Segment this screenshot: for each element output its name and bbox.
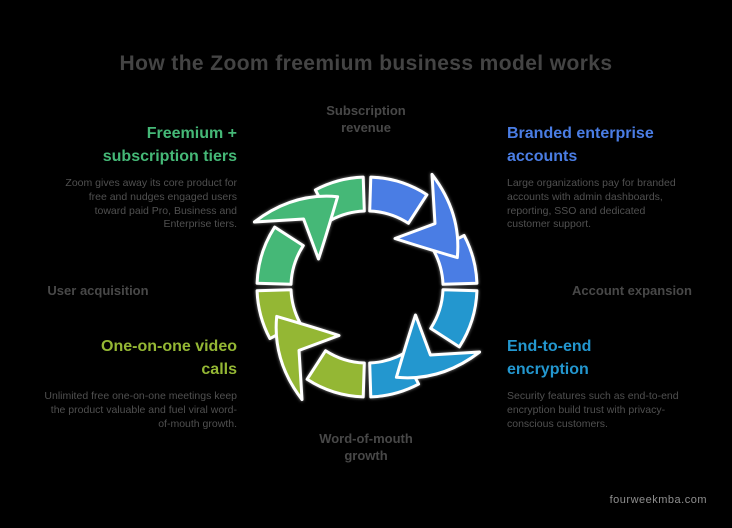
teal-arrow-icon bbox=[394, 313, 482, 380]
section-one-on-one-heading: One-on-one video calls bbox=[101, 338, 237, 379]
section-encryption-body: Security features such as end-to-end enc… bbox=[507, 390, 679, 430]
cycle-segment-blue bbox=[368, 172, 479, 286]
cycle-segment-olive bbox=[255, 288, 366, 402]
section-freemium-heading: Freemium + subscription tiers bbox=[102, 125, 237, 166]
green-arc-trailing bbox=[255, 225, 305, 286]
section-enterprise-heading: Branded enterprise accounts bbox=[507, 125, 654, 166]
olive-arrow-icon bbox=[274, 314, 341, 402]
page-title: How the Zoom freemium business model wor… bbox=[119, 52, 613, 75]
cycle-segment-teal bbox=[368, 288, 482, 399]
green-arrow-icon bbox=[252, 194, 340, 261]
section-encryption-heading: End-to-end encryption bbox=[507, 338, 592, 379]
blue-arrow-icon bbox=[393, 172, 460, 260]
section-encryption: End-to-end encryption Security features … bbox=[507, 335, 703, 431]
label-top: Subscription revenue bbox=[326, 103, 406, 135]
blue-arc-trailing bbox=[368, 175, 429, 225]
olive-arc-trailing bbox=[305, 349, 366, 399]
label-left: User acquisition bbox=[47, 283, 149, 298]
teal-arc-trailing bbox=[429, 288, 479, 349]
cycle-segment-green bbox=[252, 175, 366, 286]
label-bottom: Word-of-mouth growth bbox=[319, 431, 413, 463]
label-right: Account expansion bbox=[572, 283, 692, 298]
section-one-on-one: One-on-one video calls Unlimited free on… bbox=[41, 335, 237, 431]
watermark: fourweekmba.com bbox=[609, 494, 707, 506]
section-freemium-body: Zoom gives away its core product for fre… bbox=[65, 177, 237, 231]
section-enterprise: Branded enterprise accounts Large organi… bbox=[507, 122, 685, 232]
section-freemium: Freemium + subscription tiers Zoom gives… bbox=[65, 122, 237, 232]
section-one-on-one-body: Unlimited free one-on-one meetings keep … bbox=[44, 390, 237, 430]
section-enterprise-body: Large organizations pay for branded acco… bbox=[507, 177, 676, 231]
